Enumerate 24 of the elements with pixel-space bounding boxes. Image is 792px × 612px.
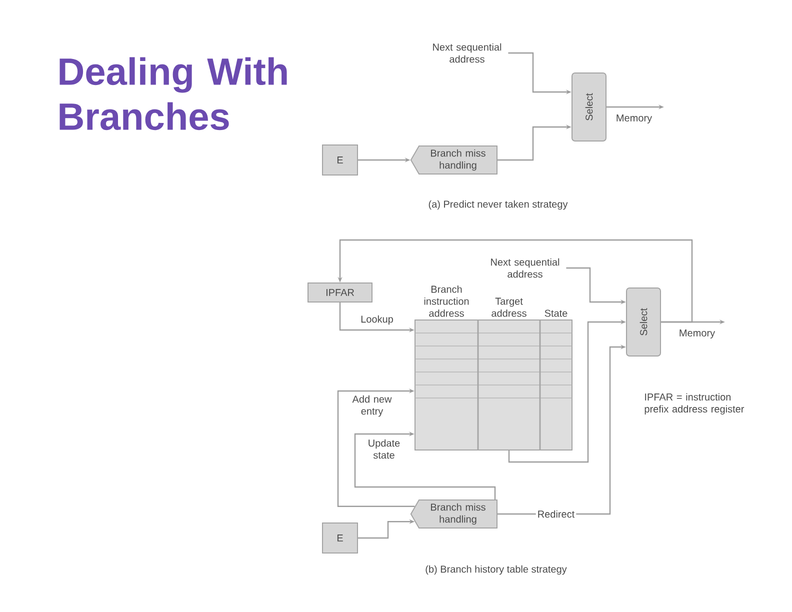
edge-label: Memory	[614, 113, 654, 125]
input-label: Next sequential address	[491, 258, 560, 278]
figure-caption: (a) Predict never taken strategy	[428, 200, 568, 210]
edge-label: Add new entry	[348, 394, 396, 418]
arrow	[337, 388, 415, 507]
column-heading: Branch instruction address	[424, 285, 469, 317]
multiplexer: Select	[626, 288, 661, 356]
edge-label: Lookup	[359, 314, 395, 326]
edge-label: Update state	[360, 438, 408, 460]
column-heading: State	[544, 310, 568, 317]
input-label: Next sequential address	[433, 43, 502, 63]
stage-box: E	[322, 522, 358, 554]
register-box: IPFAR	[308, 282, 372, 302]
handler-box: Branch miss handling	[410, 500, 498, 528]
arrow	[354, 432, 496, 500]
figure-caption: (b) Branch history table strategy	[426, 565, 567, 575]
column-heading: Target address	[492, 298, 526, 317]
multiplexer: Select	[572, 72, 606, 142]
handler-box: Branch miss handling	[410, 146, 498, 174]
edge-label: Redirect	[536, 508, 576, 520]
edge-label: Memory	[677, 328, 717, 340]
stage-box: E	[322, 144, 358, 176]
slide-title: Dealing With Branches	[60, 57, 287, 130]
note-text: IPFAR = instruction prefix address register	[644, 393, 744, 414]
